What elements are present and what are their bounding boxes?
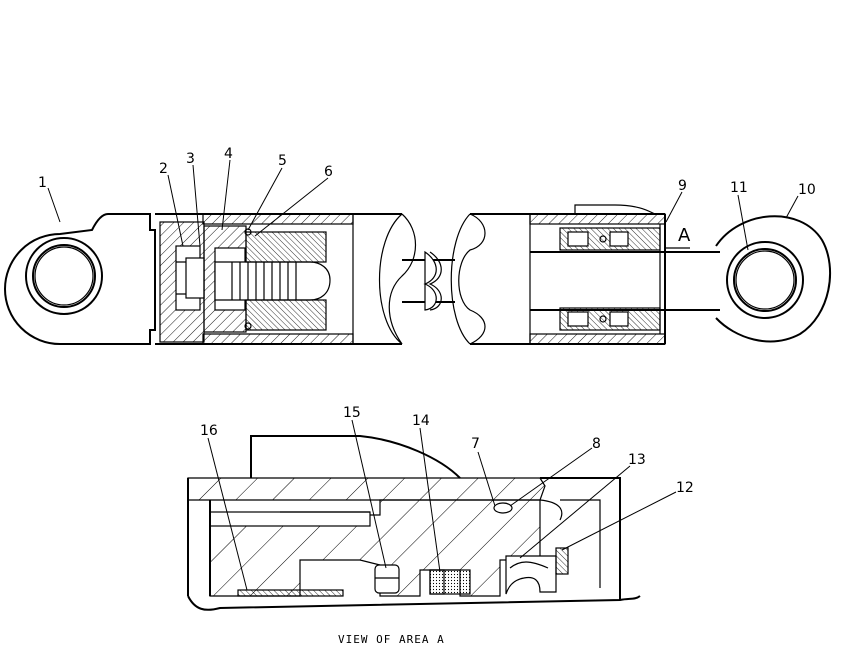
rod-end-eye xyxy=(715,215,832,343)
piston-rod xyxy=(402,250,455,311)
callout-13: 13 xyxy=(628,452,646,468)
cylinder-barrel-left xyxy=(155,213,416,345)
callout-12: 12 xyxy=(676,480,694,496)
cylinder-barrel-right xyxy=(450,204,666,345)
callout-2: 2 xyxy=(159,161,168,177)
callout-16: 16 xyxy=(200,423,218,439)
rod-right xyxy=(530,247,720,311)
callout-10: 10 xyxy=(798,182,816,198)
callout-1: 1 xyxy=(38,175,47,191)
callout-6: 6 xyxy=(324,164,333,180)
callout-15: 15 xyxy=(343,405,361,421)
callout-9: 9 xyxy=(678,178,687,194)
detail-leaders xyxy=(207,419,677,591)
callout-4: 4 xyxy=(224,146,233,162)
top-leaders xyxy=(47,159,799,251)
piston-assembly xyxy=(159,221,331,343)
head-end-eye xyxy=(4,213,156,345)
detail-view-area-a xyxy=(187,435,641,611)
callout-8: 8 xyxy=(592,436,601,452)
callout-5: 5 xyxy=(278,153,287,169)
callout-7: 7 xyxy=(471,436,480,452)
detail-caption: VIEW OF AREA A xyxy=(338,633,445,646)
callout-3: 3 xyxy=(186,151,195,167)
callout-14: 14 xyxy=(412,413,430,429)
callout-11: 11 xyxy=(730,180,748,196)
area-a-marker: A xyxy=(678,225,691,246)
